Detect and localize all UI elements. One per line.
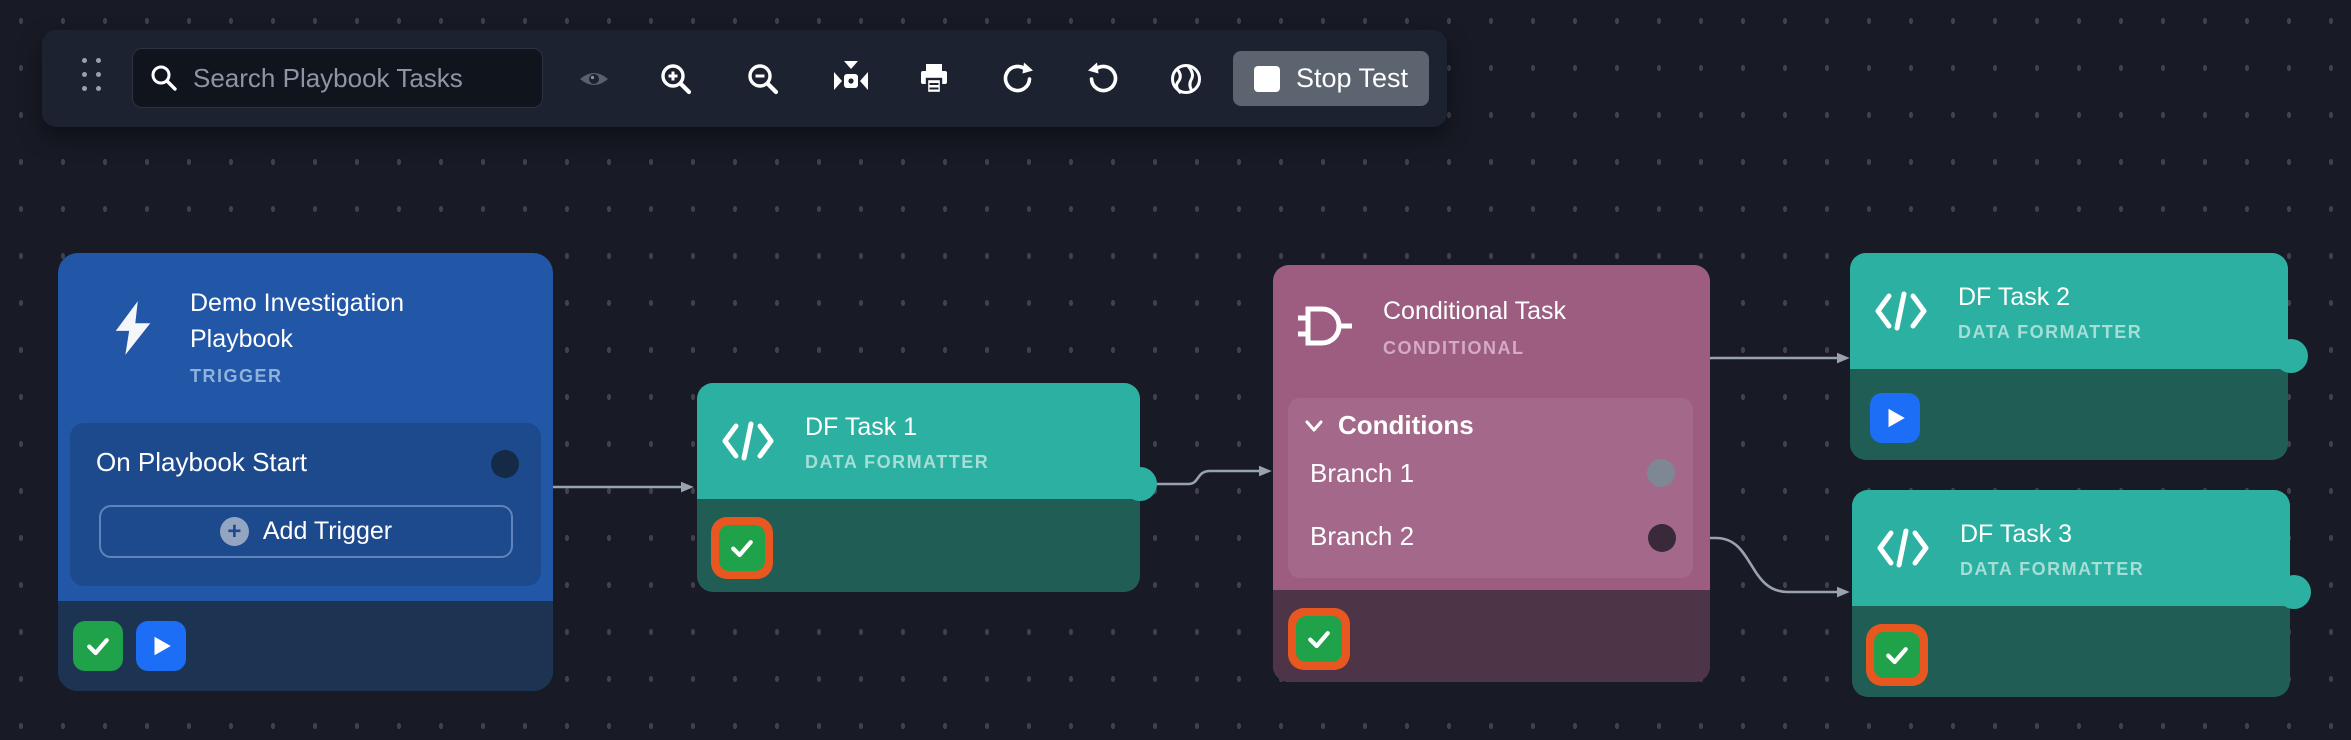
print-button[interactable] — [915, 60, 953, 98]
visibility-button[interactable] — [575, 60, 613, 98]
branch2-output-port[interactable] — [1648, 524, 1676, 552]
check-icon — [719, 525, 765, 571]
node-conditional-task[interactable]: Conditional Task CONDITIONAL Conditions … — [1273, 265, 1710, 682]
globe-icon — [1169, 62, 1203, 96]
globe-button[interactable] — [1167, 60, 1205, 98]
zoom-out-button[interactable] — [744, 60, 782, 98]
plus-icon: + — [219, 517, 249, 546]
trigger-header: Demo Investigation Playbook TRIGGER — [58, 253, 553, 387]
df1-type-label: DATA FORMATTER — [805, 452, 990, 472]
editor-toolbar: Stop Test — [42, 30, 1447, 127]
edge-df1-to-conditional — [1141, 465, 1272, 486]
trigger-event-port[interactable] — [491, 450, 519, 478]
df3-success-badge[interactable] — [1866, 624, 1928, 686]
logic-gate-icon — [1297, 301, 1353, 351]
trigger-event-panel: On Playbook Start + Add Trigger — [70, 423, 541, 586]
df2-output-port[interactable] — [2274, 339, 2308, 373]
fit-view-button[interactable] — [832, 60, 870, 98]
check-icon — [84, 632, 112, 660]
conditions-collapse-toggle[interactable]: Conditions — [1304, 410, 1474, 441]
visibility-icon — [576, 65, 612, 93]
drag-handle[interactable] — [82, 58, 104, 98]
zoom-in-button[interactable] — [657, 60, 695, 98]
success-check-button[interactable] — [73, 621, 123, 671]
df2-type-label: DATA FORMATTER — [1958, 322, 2143, 342]
trigger-footer — [58, 601, 553, 691]
print-icon — [917, 62, 951, 96]
code-icon — [1874, 288, 1928, 334]
chevron-down-icon — [1304, 419, 1324, 433]
lightning-bolt-icon — [110, 299, 156, 357]
branch-row-1[interactable]: Branch 1 — [1310, 458, 1415, 488]
stop-test-button[interactable]: Stop Test — [1233, 51, 1429, 106]
code-icon — [1876, 525, 1930, 571]
undo-button[interactable] — [1084, 60, 1122, 98]
df3-header: DF Task 3 DATA FORMATTER — [1852, 490, 2290, 606]
df1-header: DF Task 1 DATA FORMATTER — [697, 383, 1140, 499]
search-input[interactable] — [193, 62, 528, 94]
df3-output-port[interactable] — [2277, 575, 2311, 609]
code-icon — [721, 418, 775, 464]
node-df-task-2[interactable]: DF Task 2 DATA FORMATTER — [1850, 253, 2288, 460]
run-play-button[interactable] — [136, 621, 186, 671]
stop-icon — [1253, 65, 1280, 92]
check-icon — [1296, 616, 1342, 662]
node-df-task-1[interactable]: DF Task 1 DATA FORMATTER — [697, 383, 1140, 592]
node-trigger[interactable]: Demo Investigation Playbook TRIGGER On P… — [58, 253, 553, 691]
node-df-task-3[interactable]: DF Task 3 DATA FORMATTER — [1852, 490, 2290, 697]
redo-icon — [1000, 61, 1036, 97]
undo-icon — [1085, 61, 1121, 97]
fit-view-icon — [830, 59, 872, 99]
df2-title: DF Task 2 — [1958, 283, 2071, 311]
df1-success-badge[interactable] — [711, 517, 773, 579]
play-icon — [148, 633, 174, 659]
stop-test-label: Stop Test — [1295, 63, 1409, 93]
trigger-title: Demo Investigation Playbook — [190, 289, 405, 353]
zoom-out-icon — [746, 62, 780, 96]
add-trigger-button[interactable]: + Add Trigger — [99, 505, 513, 558]
redo-button[interactable] — [999, 60, 1037, 98]
conditional-title: Conditional Task — [1383, 297, 1566, 325]
conditions-label: Conditions — [1338, 410, 1474, 440]
check-icon — [1874, 632, 1920, 678]
df2-run-play-button[interactable] — [1870, 393, 1920, 443]
df1-output-port[interactable] — [1123, 467, 1157, 501]
df1-title: DF Task 1 — [805, 413, 918, 441]
add-trigger-label: Add Trigger — [262, 517, 393, 545]
conditional-header: Conditional Task CONDITIONAL — [1273, 265, 1710, 359]
play-icon — [1882, 405, 1908, 431]
zoom-in-icon — [659, 62, 693, 96]
conditional-success-badge[interactable] — [1288, 608, 1350, 670]
branch1-output-port[interactable] — [1647, 459, 1675, 487]
conditional-type-label: CONDITIONAL — [1383, 338, 1525, 358]
df3-type-label: DATA FORMATTER — [1960, 559, 2145, 579]
df3-title: DF Task 3 — [1960, 520, 2073, 548]
trigger-event-label: On Playbook Start — [96, 447, 307, 477]
conditions-panel: Conditions Branch 1 Branch 2 — [1288, 398, 1693, 578]
search-box[interactable] — [132, 48, 543, 108]
trigger-type-label: TRIGGER — [190, 366, 283, 386]
branch-row-2[interactable]: Branch 2 — [1310, 521, 1415, 551]
search-icon — [149, 63, 179, 93]
df2-header: DF Task 2 DATA FORMATTER — [1850, 253, 2288, 369]
